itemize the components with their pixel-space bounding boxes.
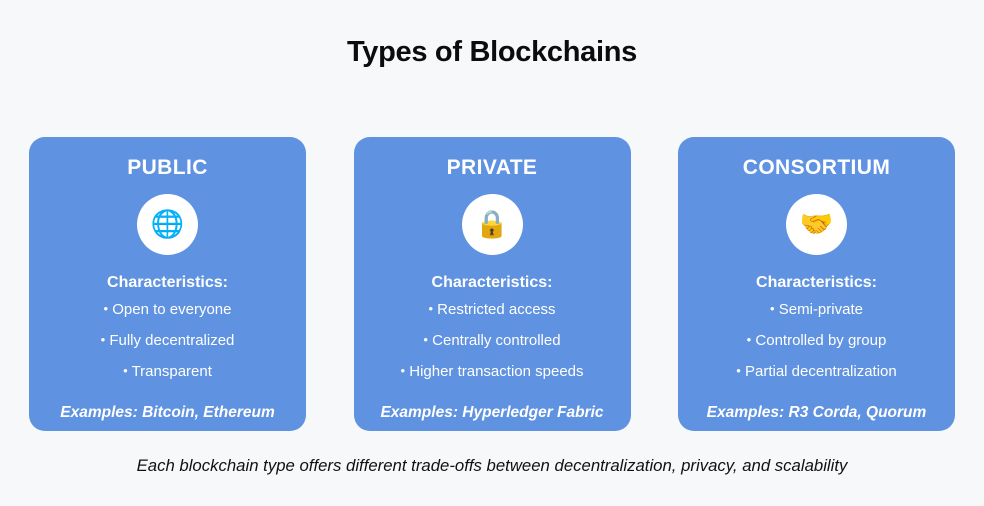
characteristics-label-public: Characteristics: bbox=[107, 274, 228, 291]
bullet-icon: • bbox=[100, 332, 106, 347]
card-title-private: PRIVATE bbox=[446, 156, 538, 179]
bullet-icon: • bbox=[428, 301, 433, 316]
card-public: PUBLIC 🌐 Characteristics: • Open to ever… bbox=[29, 137, 306, 431]
bullet-icon: • bbox=[736, 363, 741, 378]
list-item: • Transparent bbox=[37, 364, 298, 379]
handshake-icon: 🤝 bbox=[799, 209, 834, 239]
icon-circle-consortium: 🤝 bbox=[786, 194, 847, 255]
page-title: Types of Blockchains bbox=[347, 36, 637, 69]
list-item: • Semi-private bbox=[686, 302, 947, 317]
list-item: • Partial decentralization bbox=[686, 364, 947, 379]
card-title-consortium: CONSORTIUM bbox=[742, 156, 891, 179]
list-item: • Fully decentralized bbox=[37, 333, 298, 348]
bullet-icon: • bbox=[770, 301, 775, 316]
bullet-icon: • bbox=[123, 363, 128, 378]
footer-caption: Each blockchain type offers different tr… bbox=[136, 456, 848, 475]
characteristics-label-consortium: Characteristics: bbox=[756, 274, 877, 291]
bullet-icon: • bbox=[103, 301, 109, 316]
list-item-label: Controlled by group bbox=[755, 332, 887, 349]
list-item-label: Centrally controlled bbox=[432, 332, 561, 349]
list-item: • Centrally controlled bbox=[362, 333, 623, 348]
list-item: • Open to everyone bbox=[37, 302, 298, 317]
lock-icon: 🔒 bbox=[475, 209, 509, 239]
list-item-label: Fully decentralized bbox=[109, 332, 235, 349]
card-private: PRIVATE 🔒 Characteristics: • Restricted … bbox=[353, 137, 631, 431]
characteristics-list-consortium: • Semi-private • Controlled by group • P… bbox=[686, 302, 947, 395]
globe-icon: 🌐 bbox=[150, 209, 185, 239]
bullet-icon: • bbox=[400, 363, 406, 378]
list-item: • Higher transaction speeds bbox=[362, 364, 623, 379]
list-item: • Restricted access bbox=[362, 302, 623, 317]
blockchain-types-card-row: PUBLIC 🌐 Characteristics: • Open to ever… bbox=[29, 137, 955, 431]
card-title-public: PUBLIC bbox=[127, 156, 208, 179]
examples-consortium: Examples: R3 Corda, Quorum bbox=[706, 404, 927, 421]
list-item-label: Restricted access bbox=[437, 301, 556, 318]
characteristics-list-private: • Restricted access • Centrally controll… bbox=[362, 302, 623, 395]
list-item-label: Partial decentralization bbox=[744, 363, 897, 380]
list-item-label: Higher transaction speeds bbox=[409, 363, 584, 380]
characteristics-label-private: Characteristics: bbox=[431, 274, 553, 291]
list-item-label: Open to everyone bbox=[112, 301, 232, 318]
card-consortium: CONSORTIUM 🤝 Characteristics: • Semi-pri… bbox=[678, 137, 955, 431]
icon-circle-private: 🔒 bbox=[461, 194, 523, 255]
bullet-icon: • bbox=[746, 332, 752, 347]
bullet-icon: • bbox=[423, 332, 428, 347]
examples-public: Examples: Bitcoin, Ethereum bbox=[60, 404, 275, 421]
list-item: • Controlled by group bbox=[686, 333, 947, 348]
list-item-label: Transparent bbox=[131, 363, 212, 380]
icon-circle-public: 🌐 bbox=[137, 194, 198, 255]
examples-private: Examples: Hyperledger Fabric bbox=[380, 404, 604, 421]
characteristics-list-public: • Open to everyone • Fully decentralized… bbox=[37, 302, 298, 395]
list-item-label: Semi-private bbox=[778, 301, 863, 318]
